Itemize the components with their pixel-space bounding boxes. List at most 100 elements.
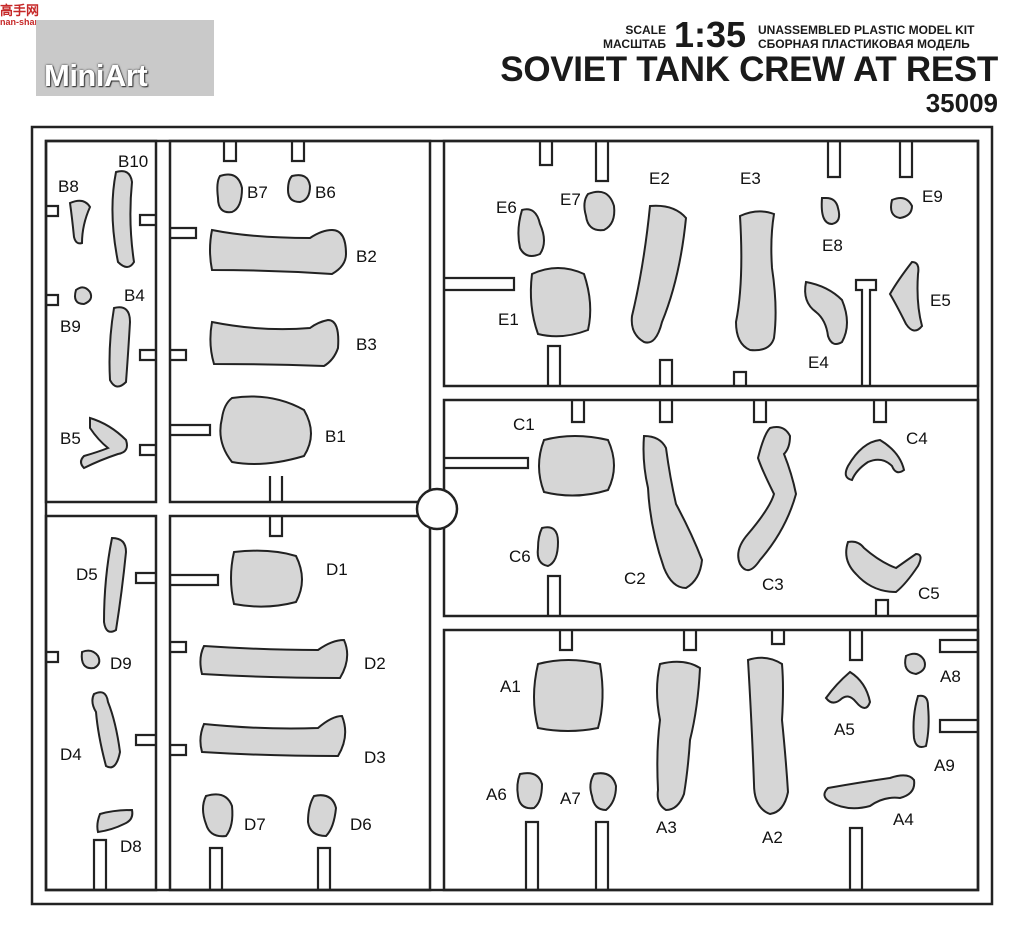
parts (68, 170, 930, 838)
label-a9: A9 (934, 756, 955, 775)
part-d6 (306, 794, 338, 838)
label-d4: D4 (60, 745, 82, 764)
sprue-gates (46, 141, 978, 890)
part-d1 (230, 549, 303, 608)
kit-type-ru: СБОРНАЯ ПЛАСТИКОВАЯ МОДЕЛЬ (758, 37, 970, 51)
label-e1: E1 (498, 310, 519, 329)
part-a2 (746, 656, 790, 816)
brand-logo-box (36, 20, 214, 96)
label-d9: D9 (110, 654, 132, 673)
label-c6: C6 (509, 547, 531, 566)
label-a2: A2 (762, 828, 783, 847)
label-e2: E2 (649, 169, 670, 188)
part-d7 (202, 793, 234, 838)
label-a5: A5 (834, 720, 855, 739)
part-a3 (656, 660, 702, 812)
part-c4 (844, 438, 906, 482)
label-b4: B4 (124, 286, 145, 305)
label-d2: D2 (364, 654, 386, 673)
label-e9: E9 (922, 187, 943, 206)
sprue-frame (30, 125, 994, 906)
part-c6 (536, 526, 560, 568)
label-e6: E6 (496, 198, 517, 217)
part-e4 (804, 280, 848, 345)
label-b5: B5 (60, 429, 81, 448)
site-watermark-sub: nan-shan.com (0, 17, 62, 27)
part-a4 (823, 774, 916, 810)
label-d6: D6 (350, 815, 372, 834)
scale-label-en: SCALE (625, 23, 666, 37)
part-a5 (824, 670, 872, 709)
part-e3 (734, 210, 777, 352)
part-b2 (209, 228, 348, 276)
label-b9: B9 (60, 317, 81, 336)
scale-ratio: 1:35 (674, 14, 747, 55)
label-e3: E3 (740, 169, 761, 188)
part-e8 (820, 197, 841, 226)
part-a9 (912, 694, 930, 748)
site-watermark: 高手网 nan-shan.com (0, 0, 61, 27)
label-c5: C5 (918, 584, 940, 603)
part-b7 (216, 173, 244, 214)
part-b3 (209, 318, 340, 368)
kit-title: SOVIET TANK CREW AT REST (500, 50, 998, 89)
label-d3: D3 (364, 748, 386, 767)
label-d8: D8 (120, 837, 142, 856)
part-d2 (199, 638, 349, 680)
part-a1 (533, 659, 604, 732)
part-c3 (737, 426, 798, 571)
part-e5 (888, 260, 924, 332)
part-b1 (219, 395, 312, 465)
part-a6 (516, 772, 544, 810)
scale-label-ru: МАСШТАБ (603, 37, 666, 51)
label-e8: E8 (822, 236, 843, 255)
label-a4: A4 (893, 810, 914, 829)
part-a8 (904, 652, 926, 676)
label-b6: B6 (315, 183, 336, 202)
part-b10 (111, 170, 136, 268)
label-c3: C3 (762, 575, 784, 594)
label-b10: B10 (118, 152, 148, 171)
label-d7: D7 (244, 815, 266, 834)
label-a3: A3 (656, 818, 677, 837)
part-d8 (96, 808, 134, 834)
label-b1: B1 (325, 427, 346, 446)
label-c2: C2 (624, 569, 646, 588)
part-labels: B10 B8 B7 B6 B2 B4 B9 B3 B5 B1 E6 E7 E2 … (58, 152, 961, 856)
part-c5 (845, 540, 922, 594)
part-e2 (630, 204, 688, 344)
label-a7: A7 (560, 789, 581, 808)
label-b3: B3 (356, 335, 377, 354)
label-b2: B2 (356, 247, 377, 266)
label-e4: E4 (808, 353, 829, 372)
part-d4 (91, 691, 122, 769)
part-b6 (286, 174, 312, 204)
part-b5 (80, 416, 128, 470)
label-a8: A8 (940, 667, 961, 686)
kit-type-en: UNASSEMBLED PLASTIC MODEL KIT (758, 23, 975, 37)
site-watermark-text: 高手网 (0, 3, 40, 18)
label-c1: C1 (513, 415, 535, 434)
part-e9 (890, 197, 914, 220)
part-a7 (589, 772, 618, 812)
kit-number: 35009 (925, 88, 998, 118)
label-d1: D1 (326, 560, 348, 579)
label-e7: E7 (560, 190, 581, 209)
part-d5 (102, 536, 128, 633)
part-c2 (642, 434, 704, 590)
part-b9 (74, 286, 93, 306)
part-d9 (80, 649, 101, 670)
label-e5: E5 (930, 291, 951, 310)
part-e1 (529, 267, 592, 338)
label-b8: B8 (58, 177, 79, 196)
label-b7: B7 (247, 183, 268, 202)
part-c1 (538, 435, 615, 497)
label-c4: C4 (906, 429, 928, 448)
brand-logo: MiniArt (44, 58, 148, 93)
part-b8 (68, 199, 92, 245)
label-d5: D5 (76, 565, 98, 584)
label-a1: A1 (500, 677, 521, 696)
part-e7 (583, 190, 616, 232)
part-b4 (108, 306, 132, 388)
